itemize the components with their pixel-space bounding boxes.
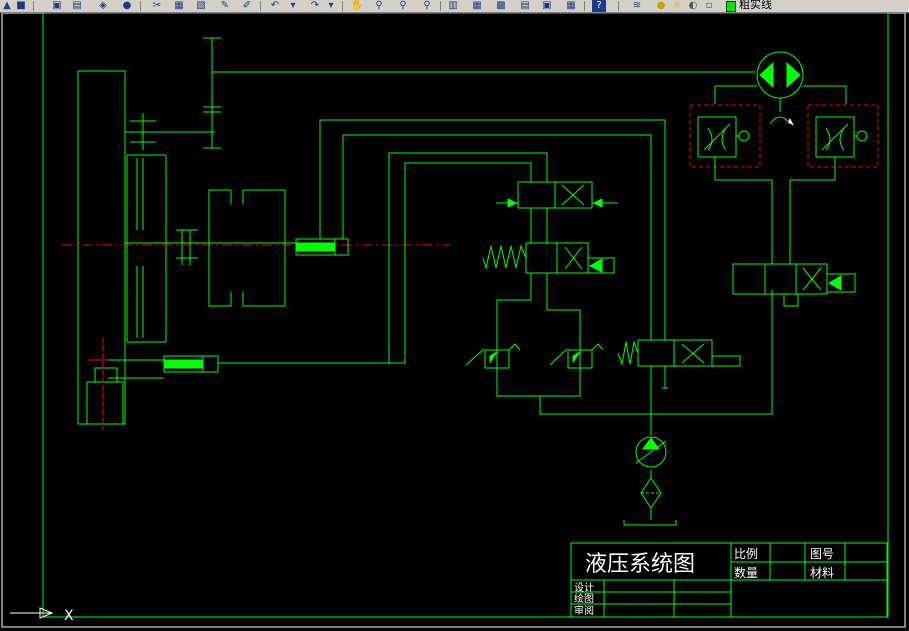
directional-valve-middle [482,242,615,274]
copy-icon[interactable]: ▦ [174,0,184,11]
cut-icon[interactable]: ✂ [152,0,162,11]
ucs-x-label: X [64,608,74,624]
freeze-icon[interactable]: ◐ [688,0,698,11]
directional-valve-lower [617,339,741,367]
hydraulic-cylinder-upper [295,238,349,256]
tool-palettes-icon[interactable]: ▩ [496,0,506,11]
relief-valve-left [465,343,521,369]
label-review: 审阅 [574,604,594,617]
globe-icon[interactable]: ● [122,0,132,11]
undo-icon[interactable]: ↶ [270,0,280,11]
zoom-window-icon[interactable]: ⚲ [399,0,407,11]
directional-valve-upper [496,181,618,209]
toolbar-separator [342,1,343,11]
paste-icon[interactable]: ▧ [196,0,206,11]
layer-color-swatch [726,1,736,12]
preview-icon[interactable]: ▤ [72,0,82,11]
layers-icon[interactable]: ≋ [632,0,642,11]
label-scale: 比例 [734,547,758,561]
oil-filter [640,477,662,509]
label-design: 设计 [574,581,594,594]
drawing-title: 液压系统图 [585,552,695,577]
toolbar-separator [440,1,441,11]
standard-toolbar: ▲ ■ ▣ ▤ ◈ ● ✂ ▦ ▧ ✎ ✐ ↶ ▾ ↷ ▾ ✋ ⚲ ⚲ ⚲ ▥ … [0,0,909,13]
toolbar-separator [33,1,34,11]
markup-icon[interactable]: ▣ [542,0,552,11]
label-quantity: 数量 [734,565,758,580]
redo-icon[interactable]: ↷ [310,0,320,11]
gearbox-assembly [77,37,755,430]
open-icon[interactable]: ▲ [3,0,11,11]
design-center-icon[interactable]: ▦ [472,0,482,11]
publish-icon[interactable]: ◈ [99,0,107,11]
flow-control-valve-left [689,104,773,244]
relief-valve-right [549,343,604,369]
layer-name[interactable]: 粗实线 [739,0,772,11]
hydraulic-cylinder-lower [163,355,219,373]
toolbar-separator [584,1,585,11]
pan-icon[interactable]: ✋ [350,0,364,11]
calculator-icon[interactable]: ▦ [566,0,576,11]
sheet-set-icon[interactable]: ▤ [520,0,530,11]
help-icon[interactable]: ? [592,0,606,12]
title-block [570,542,888,618]
hydraulic-lines [218,119,773,526]
hydraulic-motor [714,51,847,126]
toolbar-separator [140,1,141,11]
redo-dropdown-icon[interactable]: ▾ [328,0,334,11]
lock-icon[interactable]: ▫ [705,0,713,11]
bulb-icon[interactable]: ● [656,0,666,11]
brush-icon[interactable]: ✐ [242,0,252,11]
toolbar-separator [260,1,261,11]
hydraulic-pump [635,436,667,468]
zoom-realtime-icon[interactable]: ⚲ [375,0,383,11]
undo-dropdown-icon[interactable]: ▾ [290,0,296,11]
label-material: 材料 [810,566,834,580]
directional-valve-right [732,244,856,307]
match-properties-icon[interactable]: ✎ [220,0,230,11]
properties-icon[interactable]: ▥ [448,0,458,11]
label-drawing-no: 图号 [810,547,834,561]
drawing-frame [1,13,906,628]
print-icon[interactable]: ▣ [52,0,62,11]
sun-icon[interactable]: ☼ [672,0,682,11]
flow-control-valve-right [789,104,879,244]
zoom-previous-icon[interactable]: ⚲ [423,0,431,11]
toolbar-separator [618,1,619,11]
save-icon[interactable]: ■ [16,0,26,11]
ucs-icon [10,607,54,619]
drawing-canvas[interactable]: 液压系统图 比例 图号 数量 材料 设计 绘图 审阅 X [0,13,909,631]
label-draft: 绘图 [574,592,594,605]
